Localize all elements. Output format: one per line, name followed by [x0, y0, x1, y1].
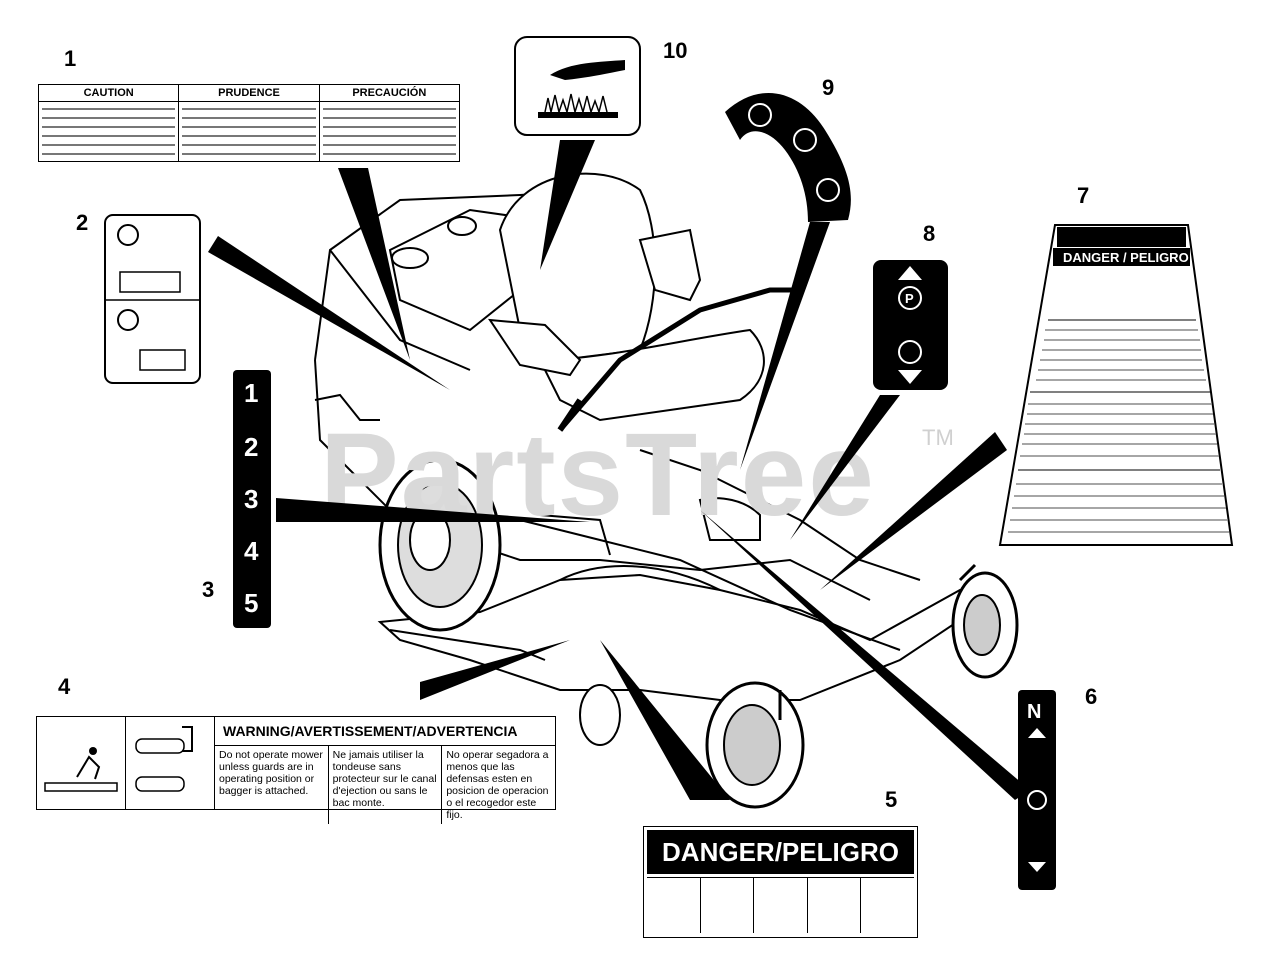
leader-10 — [540, 140, 595, 270]
leader-3 — [276, 498, 590, 522]
decal-6: N — [1018, 690, 1056, 890]
callout-7: 7 — [1077, 183, 1089, 208]
decal-6-letter: N — [1027, 701, 1041, 723]
fuel-on-icon — [117, 224, 139, 246]
callout-9: 9 — [822, 75, 834, 100]
decal-3-num-3: 3 — [244, 484, 258, 514]
decal-4-main: WARNING/AVERTISSEMENT/ADVERTENCIA Do not… — [215, 717, 555, 824]
leader-7 — [820, 432, 1007, 590]
decal-3-num-5: 5 — [244, 588, 258, 618]
fuel-off-icon — [117, 309, 139, 331]
decal-1-header-precaucion: PRECAUCIÓN — [319, 85, 459, 102]
decal-4-title: WARNING/AVERTISSEMENT/ADVERTENCIA — [215, 717, 555, 746]
decal-5: DANGER/PELIGRO — [643, 826, 918, 938]
callout-8: 8 — [923, 221, 935, 246]
watermark-trademark: TM — [922, 425, 954, 450]
arrow-up-icon — [1028, 728, 1046, 738]
arrow-down-icon — [1028, 862, 1046, 872]
decal-3-num-4: 4 — [244, 536, 259, 566]
throttle-fast-icon — [793, 128, 817, 152]
neutral-icon — [1027, 790, 1047, 810]
callout-10: 10 — [663, 38, 687, 63]
blade-hazard-icon — [647, 878, 701, 933]
decal-7: DANGER / PELIGRO — [998, 224, 1234, 546]
decal-4-text-fr: Ne jamais utiliser la tondeuse sans prot… — [329, 746, 443, 824]
decal-10 — [514, 36, 641, 136]
keep-bystanders-away-icon — [754, 878, 808, 933]
decal-7-title: DANGER / PELIGRO — [1063, 250, 1189, 265]
decal-4-text-en: Do not operate mower unless guards are i… — [215, 746, 329, 824]
leader-5 — [600, 640, 730, 800]
hand-icon — [550, 60, 625, 80]
decal-5-title: DANGER/PELIGRO — [647, 830, 914, 874]
leader-6 — [700, 510, 1030, 800]
callout-2: 2 — [76, 210, 88, 235]
park-brake-icon — [898, 286, 922, 310]
thrown-object-icon — [701, 878, 755, 933]
leader-9 — [740, 222, 830, 470]
decal-3-num-1: 1 — [244, 378, 258, 408]
callout-6: 6 — [1085, 684, 1097, 709]
callout-4: 4 — [58, 674, 71, 699]
throttle-slow-icon — [748, 103, 772, 127]
mower-icon — [119, 271, 181, 293]
decal-1-header-caution: CAUTION — [39, 85, 179, 102]
leader-lines — [208, 140, 1030, 800]
decal-3: 1 2 3 4 5 — [233, 370, 271, 628]
decal-2 — [104, 214, 201, 384]
decal-4-text-es: No operar segadora a menos que las defen… — [446, 749, 549, 821]
callout-numbers: 1 2 3 4 5 6 7 8 9 10 — [58, 38, 1097, 812]
decal-1: CAUTION PRUDENCE PRECAUCIÓN — [38, 84, 460, 162]
decal-4-pictogram-guard — [126, 717, 215, 809]
callout-5: 5 — [885, 787, 897, 812]
arrow-down-icon — [898, 370, 922, 384]
decal-8: P — [873, 260, 948, 390]
leader-2 — [208, 236, 450, 390]
decal-1-header-prudence: PRUDENCE — [179, 85, 319, 102]
no-foot-icon — [861, 878, 914, 933]
remove-key-icon — [808, 878, 862, 933]
grass-base-icon — [538, 112, 618, 118]
callout-1: 1 — [64, 46, 76, 71]
decal-1-col-es: PRECAUCIÓN — [319, 85, 459, 161]
arrow-up-icon — [898, 266, 922, 280]
decal-8-symbol: P — [905, 291, 914, 306]
decal-4: WARNING/AVERTISSEMENT/ADVERTENCIA Do not… — [36, 716, 556, 824]
choke-icon — [816, 178, 840, 202]
rider-icon — [139, 349, 186, 371]
decal-9 — [725, 92, 851, 223]
leader-4 — [420, 640, 570, 700]
thrown-object-icon — [44, 747, 118, 792]
decal-1-col-en: CAUTION — [39, 85, 180, 161]
decal-3-num-2: 2 — [244, 432, 258, 462]
decal-1-col-fr: PRUDENCE — [179, 85, 320, 161]
decal-4-pictogram-thrown-objects — [37, 717, 126, 809]
callout-3: 3 — [202, 577, 214, 602]
leader-1 — [338, 168, 410, 360]
park-brake-released-icon — [898, 340, 922, 364]
leader-8 — [790, 395, 900, 540]
deck-guard-icon — [135, 726, 193, 792]
